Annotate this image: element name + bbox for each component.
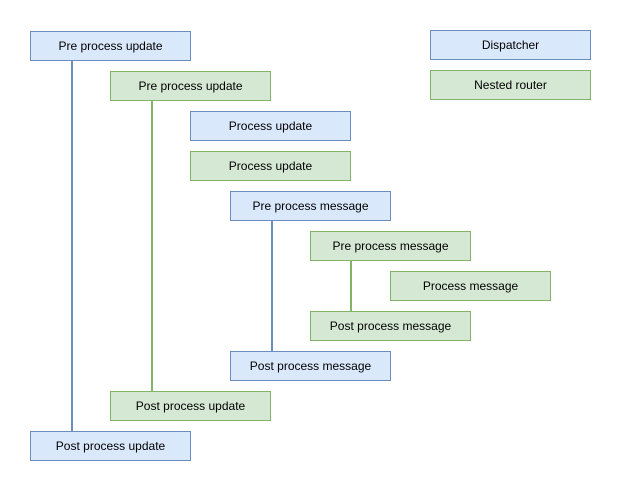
flow-node-post-process-message: Post process message	[310, 311, 471, 341]
flow-node-pre-process-message: Pre process message	[230, 191, 391, 221]
flow-node-process-update: Process update	[190, 111, 351, 141]
flow-node-post-process-message: Post process message	[230, 351, 391, 381]
connector-dispatcher-2	[271, 221, 273, 351]
flow-node-process-update: Process update	[190, 151, 351, 181]
legend-dispatcher: Dispatcher	[430, 30, 591, 60]
connector-dispatcher-0	[71, 61, 73, 431]
flow-node-pre-process-update: Pre process update	[30, 31, 191, 61]
legend-nested-router: Nested router	[430, 70, 591, 100]
flow-node-process-message: Process message	[390, 271, 551, 301]
connector-router-1	[151, 101, 153, 391]
flow-node-post-process-update: Post process update	[110, 391, 271, 421]
flow-node-pre-process-update: Pre process update	[110, 71, 271, 101]
flow-node-post-process-update: Post process update	[30, 431, 191, 461]
flow-node-pre-process-message: Pre process message	[310, 231, 471, 261]
connector-router-3	[350, 261, 352, 311]
